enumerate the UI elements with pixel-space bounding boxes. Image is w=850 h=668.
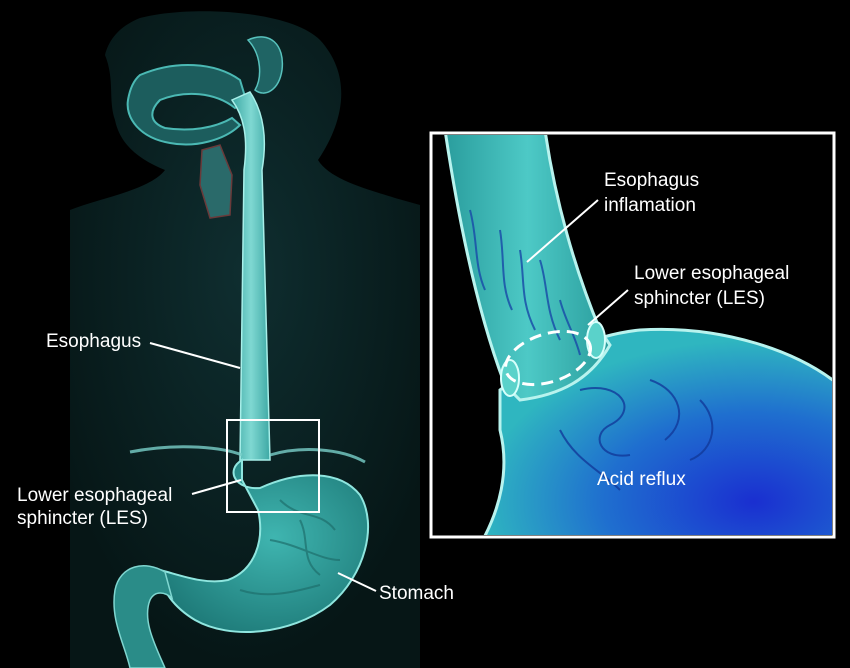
inflammation-veins [469, 209, 581, 356]
les-dashed-ring [504, 329, 592, 387]
les-leader-line [191, 479, 242, 495]
inset-les-leader-line [587, 289, 629, 326]
esophagus-tube [230, 91, 271, 461]
inset-panel [429, 131, 836, 539]
zoom-region-box [226, 419, 320, 513]
stomach-organ [158, 458, 369, 633]
label-stomach: Stomach [379, 583, 454, 604]
nasal-oral-cavity [126, 63, 248, 146]
inflammation-leader-line [526, 199, 599, 263]
label-acid-reflux: Acid reflux [597, 469, 686, 490]
label-inset-les-line2: sphincter (LES) [634, 288, 765, 309]
label-inflammation-line1: Esophagus [604, 170, 700, 191]
esophagus-leader-line [149, 342, 241, 369]
label-esophagus: Esophagus [46, 331, 142, 352]
stomach-rugae [239, 499, 341, 596]
label-les-line1: Lower esophageal [17, 485, 173, 506]
inset-esophagus [444, 135, 612, 402]
label-inflammation-line2: inflamation [604, 195, 696, 216]
label-inset-les-line1: Lower esophageal [634, 263, 790, 284]
larynx [199, 144, 233, 219]
label-les-line2: sphincter (LES) [17, 508, 148, 529]
acid-swirls [559, 379, 714, 491]
small-intestine [113, 565, 174, 668]
ear [246, 36, 284, 94]
stomach-leader-line [337, 572, 377, 592]
